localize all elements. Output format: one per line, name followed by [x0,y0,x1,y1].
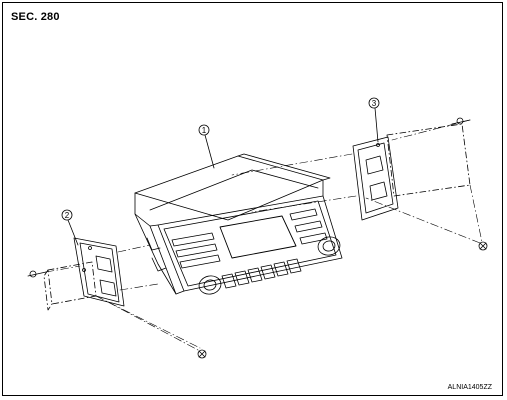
callout-2-number: 2 [65,211,70,220]
screw-icon [27,270,47,278]
assembly-leader-lines [45,119,483,351]
callout-3-number: 3 [372,99,377,108]
callout-1-number: 1 [202,126,207,135]
callout-2: 2 [61,209,79,246]
right-bracket [352,123,471,221]
section-label: SEC. 280 [11,11,60,23]
diagram-frame: SEC. 280 ALNIA1405ZZ [2,2,503,396]
screw-icon [478,241,488,251]
audio-unit [134,153,343,295]
screw-icon [197,349,207,359]
left-bracket [43,237,125,311]
callout-1: 1 [198,124,215,169]
figure-code: ALNIA1405ZZ [447,384,492,391]
callout-3: 3 [368,97,380,143]
